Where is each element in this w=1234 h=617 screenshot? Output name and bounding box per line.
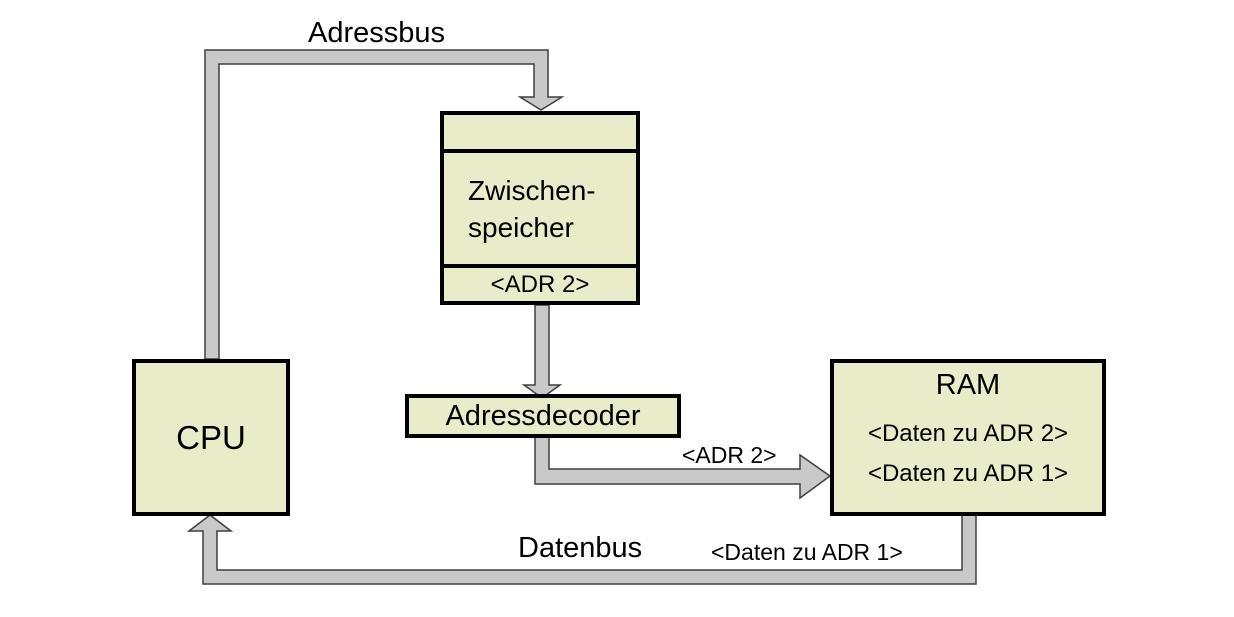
buffer-divider-top	[444, 149, 636, 153]
decoder-to-ram-arrow	[534, 436, 832, 500]
buffer-register-value: <ADR 2>	[490, 270, 590, 298]
buffer-divider-bottom	[444, 264, 636, 268]
buffer-empty-slot	[444, 115, 636, 149]
buffer-title-line1: Zwischen-	[468, 174, 596, 206]
data-bus-label: Datenbus	[518, 532, 643, 564]
cpu-node: CPU	[132, 359, 290, 516]
buffer-register-slot: <ADR 2>	[444, 268, 636, 301]
address-bus-label: Adressbus	[308, 17, 446, 49]
cpu-label: CPU	[176, 418, 246, 456]
data-bus-value-label: <Daten zu ADR 1>	[711, 539, 903, 565]
buffer-node: Zwischen- speicher <ADR 2>	[440, 111, 640, 305]
ram-data-row-2: <Daten zu ADR 1>	[867, 460, 1069, 487]
address-bus-arrow	[204, 49, 565, 360]
buffer-title: Zwischen- speicher	[444, 153, 636, 264]
adr2-bus-value-label: <ADR 2>	[682, 442, 777, 468]
buffer-to-decoder-arrow	[521, 304, 563, 399]
data-bus-arrow	[186, 514, 977, 585]
address-decoder-label: Adressdecoder	[445, 399, 641, 432]
ram-label: RAM	[935, 369, 1001, 401]
address-decoder-node: Adressdecoder	[405, 394, 681, 438]
ram-data-row-1: <Daten zu ADR 2>	[867, 420, 1069, 447]
ram-node: RAM <Daten zu ADR 2> <Daten zu ADR 1>	[830, 359, 1106, 516]
buffer-title-line2: speicher	[468, 211, 574, 243]
